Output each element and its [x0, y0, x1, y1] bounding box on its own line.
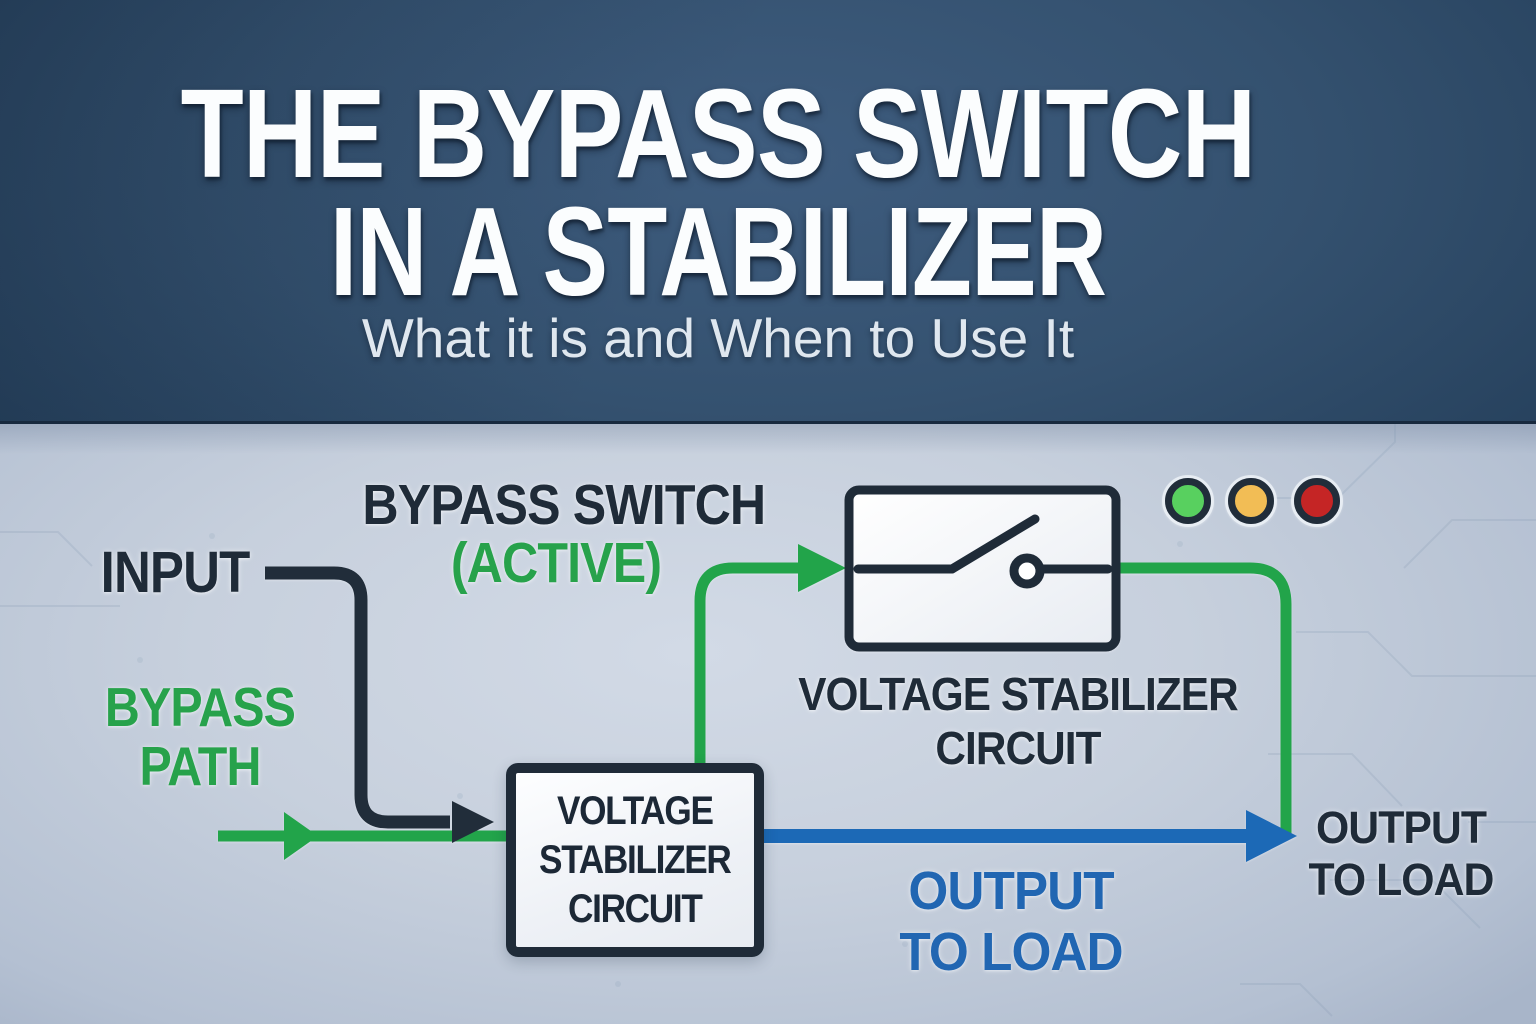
output-to-load-label-right: OUTPUT TO LOAD [1308, 802, 1495, 905]
amber-indicator-icon [1228, 478, 1274, 524]
input-path-line [265, 566, 450, 829]
bypass-wire-out [1116, 562, 1292, 838]
red-indicator-icon [1294, 478, 1340, 524]
output-to-load-label-blue: OUTPUT TO LOAD [899, 861, 1123, 982]
bypass-arrowhead-left [284, 812, 318, 860]
voltage-stabilizer-box: VOLTAGE STABILIZER CIRCUIT [506, 763, 764, 957]
page-title: THE BYPASS SWITCH IN A STABILIZER [0, 63, 1438, 322]
circuit-traces-decoration [0, 424, 1536, 1017]
open-switch-icon [853, 514, 1113, 589]
bypass-arrowhead-switch [798, 544, 846, 592]
header-divider [0, 421, 1536, 424]
bypass-switch-state: (ACTIVE) [450, 531, 662, 595]
bypass-path-label: BYPASS PATH [104, 676, 296, 797]
bypass-switch-label: BYPASS SWITCH (ACTIVE) [362, 473, 766, 595]
input-arrowhead [452, 801, 494, 843]
voltage-stabilizer-box-label: VOLTAGE STABILIZER CIRCUIT [539, 788, 732, 931]
circuit-diagram [218, 475, 1343, 862]
input-label: INPUT [100, 540, 251, 605]
output-arrowhead-blue [1246, 810, 1297, 862]
title-line-1: THE BYPASS SWITCH [180, 63, 1257, 204]
status-indicators [1162, 475, 1343, 527]
diagram-area: VOLTAGE STABILIZER CIRCUIT INPUT BYPASS … [0, 424, 1536, 1024]
subtitle: What it is and When to Use It [361, 307, 1075, 369]
bypass-switch-box [844, 485, 1121, 652]
header-content: THE BYPASS SWITCH IN A STABILIZER What i… [0, 0, 1438, 421]
title-line-2: IN A STABILIZER [329, 181, 1107, 322]
green-indicator-icon [1165, 478, 1211, 524]
bypass-wire-up [694, 562, 798, 774]
header: THE BYPASS SWITCH IN A STABILIZER What i… [0, 0, 1536, 421]
voltage-stabilizer-circuit-label: VOLTAGE STABILIZER CIRCUIT [798, 668, 1238, 774]
